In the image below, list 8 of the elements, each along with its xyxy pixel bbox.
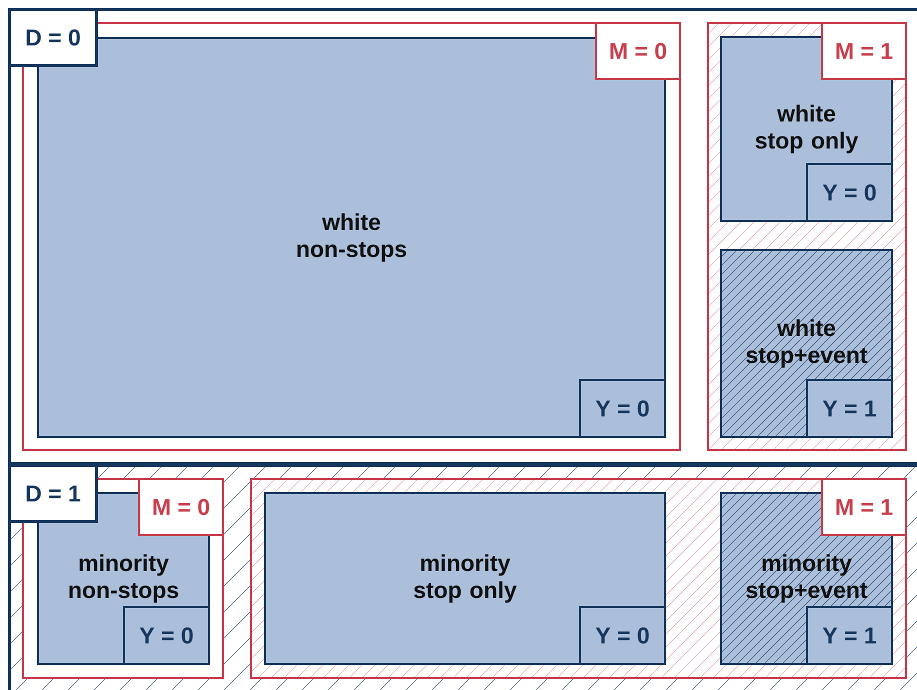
tag-label: Y = 0 [123,606,210,665]
tag-label: D = 1 [8,464,98,523]
tag-label: M = 0 [138,478,224,536]
tag-label: Y = 0 [579,606,666,665]
group-frame [8,464,917,690]
group-frame [250,478,908,679]
tag-label: M = 1 [821,478,908,536]
tag-label: Y = 1 [806,606,894,665]
